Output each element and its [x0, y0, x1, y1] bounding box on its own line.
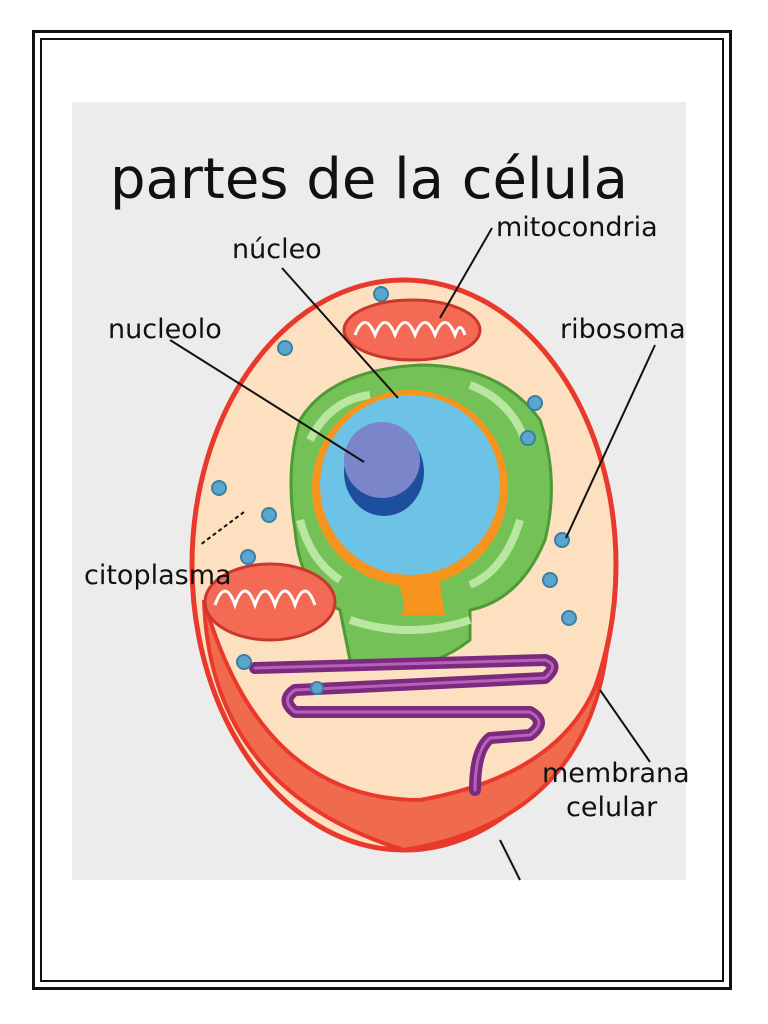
leader-lines: [169, 227, 656, 881]
label-membrana-line1: membrana: [542, 758, 690, 789]
label-mitocondria: mitocondria: [496, 212, 658, 243]
mitochondrion-top: [342, 298, 482, 362]
golgi-highlight: [253, 658, 554, 792]
diagram-title: partes de la célula: [110, 147, 628, 212]
label-membrana-line2: celular: [566, 792, 658, 823]
ribosomes: [211, 286, 577, 695]
outer-border: [32, 30, 732, 990]
label-citoplasma: citoplasma: [84, 560, 232, 591]
inner-border: [40, 38, 724, 982]
membrane-crescent: [202, 599, 610, 853]
label-ribosoma: ribosoma: [560, 314, 686, 345]
label-nucleolo: nucleolo: [108, 314, 222, 345]
label-nucleo: núcleo: [232, 234, 322, 265]
nucleolus-highlight: [344, 422, 420, 498]
nuclear-pore-drip: [395, 575, 445, 615]
mitochondrion-left: [203, 562, 337, 642]
